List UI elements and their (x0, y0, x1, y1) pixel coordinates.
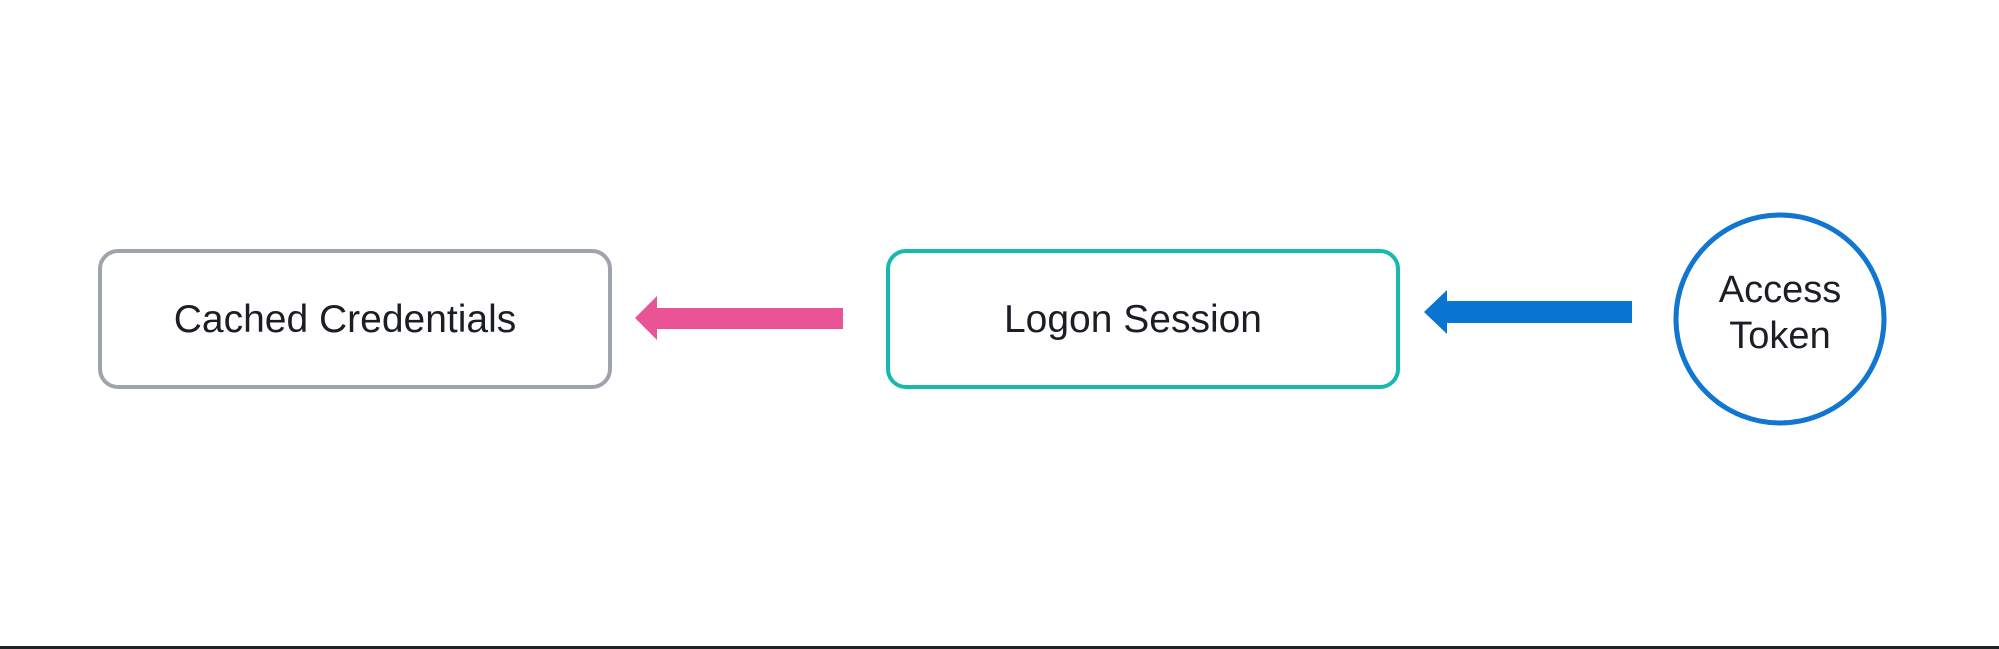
arrow-token-to-session (1424, 290, 1632, 334)
logon-session-box (886, 249, 1400, 389)
logon-session-node: Logon Session (886, 249, 1400, 389)
bottom-divider (0, 646, 1999, 649)
logon-session-label: Logon Session (1004, 298, 1262, 341)
cached-credentials-node: Cached Credentials (98, 249, 612, 389)
arrow-session-to-credentials (635, 296, 843, 340)
access-token-label-line-2: Token (1729, 315, 1830, 357)
cached-credentials-box (98, 249, 612, 389)
access-token-label-line-1: Access (1719, 269, 1841, 311)
arrow-shaft-pink (652, 308, 843, 329)
arrow-head-blue (1424, 290, 1447, 334)
arrow-head-pink (635, 296, 657, 340)
access-token-circle (1673, 212, 1887, 426)
arrow-shaft-blue (1443, 301, 1632, 323)
access-token-node: Access Token (1673, 212, 1887, 426)
cached-credentials-label: Cached Credentials (174, 298, 517, 341)
